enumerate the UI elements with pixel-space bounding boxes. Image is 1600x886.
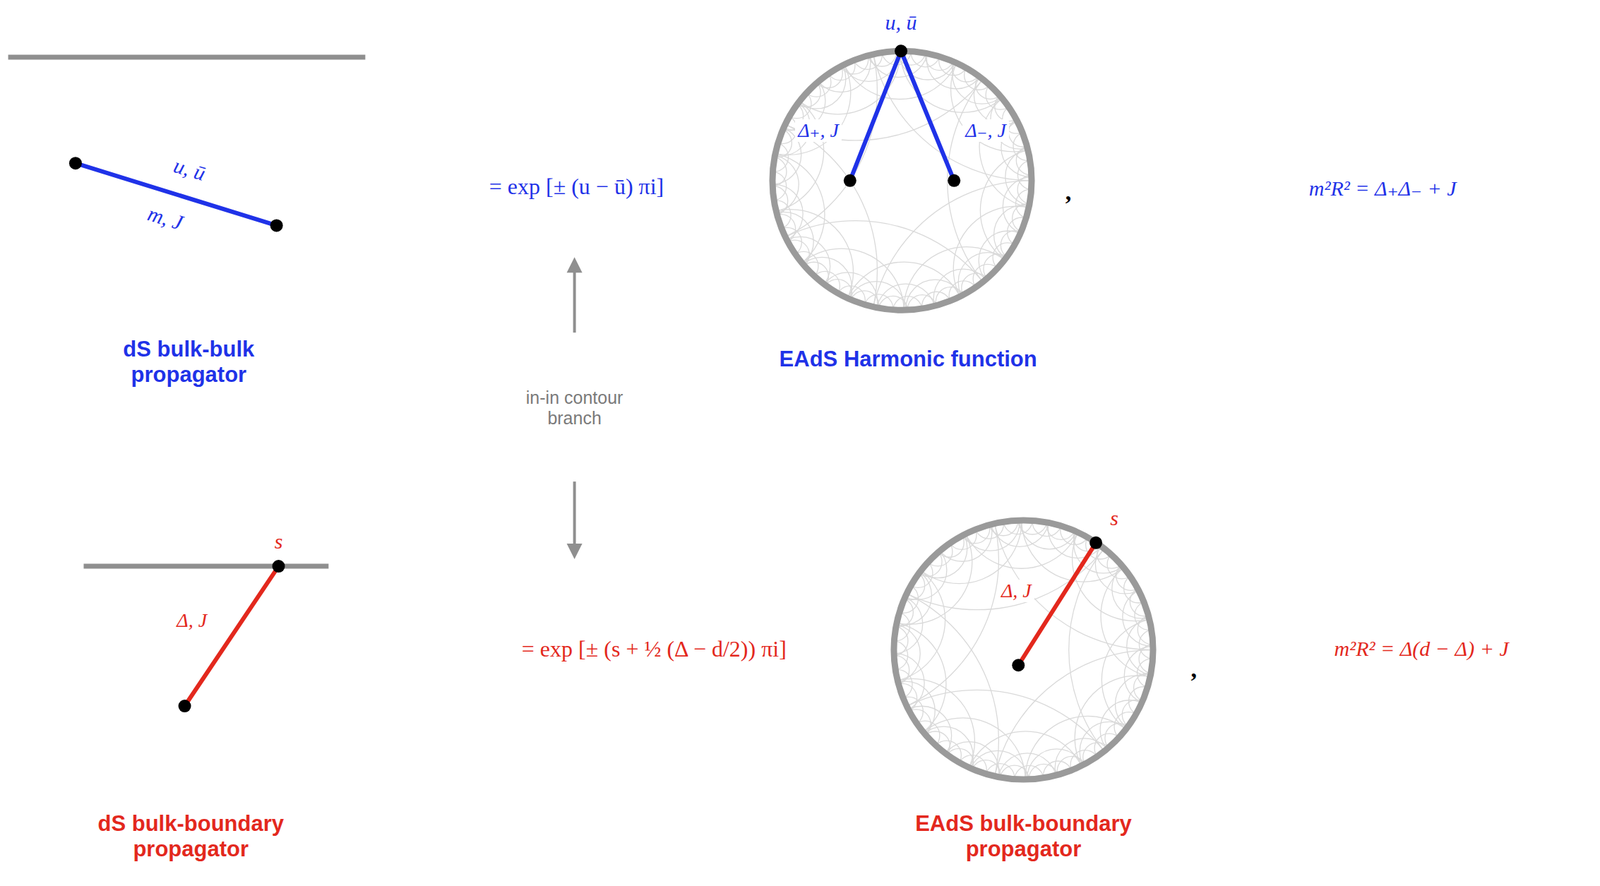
vertex-dot xyxy=(1089,536,1103,550)
line-label: u, ū xyxy=(170,153,209,186)
vertex-dot xyxy=(843,174,857,188)
line-label: Δ₊, J xyxy=(795,119,842,142)
caption: dS bulk-bulk propagator xyxy=(103,336,274,387)
boundary-line xyxy=(84,564,330,570)
boundary-label: u, ū xyxy=(885,10,918,36)
relation: m²R² = Δ(d − Δ) + J xyxy=(1333,636,1509,662)
poincare-disk xyxy=(552,0,1273,546)
relation: m²R² = Δ₊Δ₋ + J xyxy=(1309,176,1457,202)
line-label: Δ, J xyxy=(998,579,1035,603)
branch-arrow xyxy=(566,481,583,560)
vertex-dot xyxy=(178,699,192,713)
equation: = exp [± (s + ½ (Δ − d/2)) πi] xyxy=(521,636,787,663)
comma: , xyxy=(1065,177,1072,206)
propagator-line xyxy=(850,50,901,181)
branch-arrow xyxy=(566,257,583,333)
annotation: in-in contour branch xyxy=(504,387,646,429)
propagator-line xyxy=(184,566,279,707)
comma: , xyxy=(1191,655,1198,683)
vertex-dot xyxy=(272,559,286,573)
propagator-line xyxy=(900,50,954,181)
vertex-dot xyxy=(1011,658,1025,672)
propagator-line xyxy=(1018,542,1096,666)
line-label: Δ, J xyxy=(176,609,207,632)
vertex-dot xyxy=(947,174,961,188)
boundary-label: s xyxy=(1109,506,1119,531)
line-label: m, J xyxy=(144,201,186,236)
caption: EAdS Harmonic function xyxy=(779,346,1038,373)
vertex-dot xyxy=(69,156,82,170)
line-label: Δ₋, J xyxy=(962,119,1010,142)
vertex-dot xyxy=(270,218,284,232)
boundary-line xyxy=(8,54,366,60)
equation: = exp [± (u − ū) πi] xyxy=(489,173,665,200)
vertex-dot xyxy=(894,44,908,58)
poincare-disk xyxy=(673,284,1394,886)
boundary-label: s xyxy=(274,529,284,555)
caption: dS bulk-boundary propagator xyxy=(84,811,297,862)
caption: EAdS bulk-boundary propagator xyxy=(910,811,1137,862)
